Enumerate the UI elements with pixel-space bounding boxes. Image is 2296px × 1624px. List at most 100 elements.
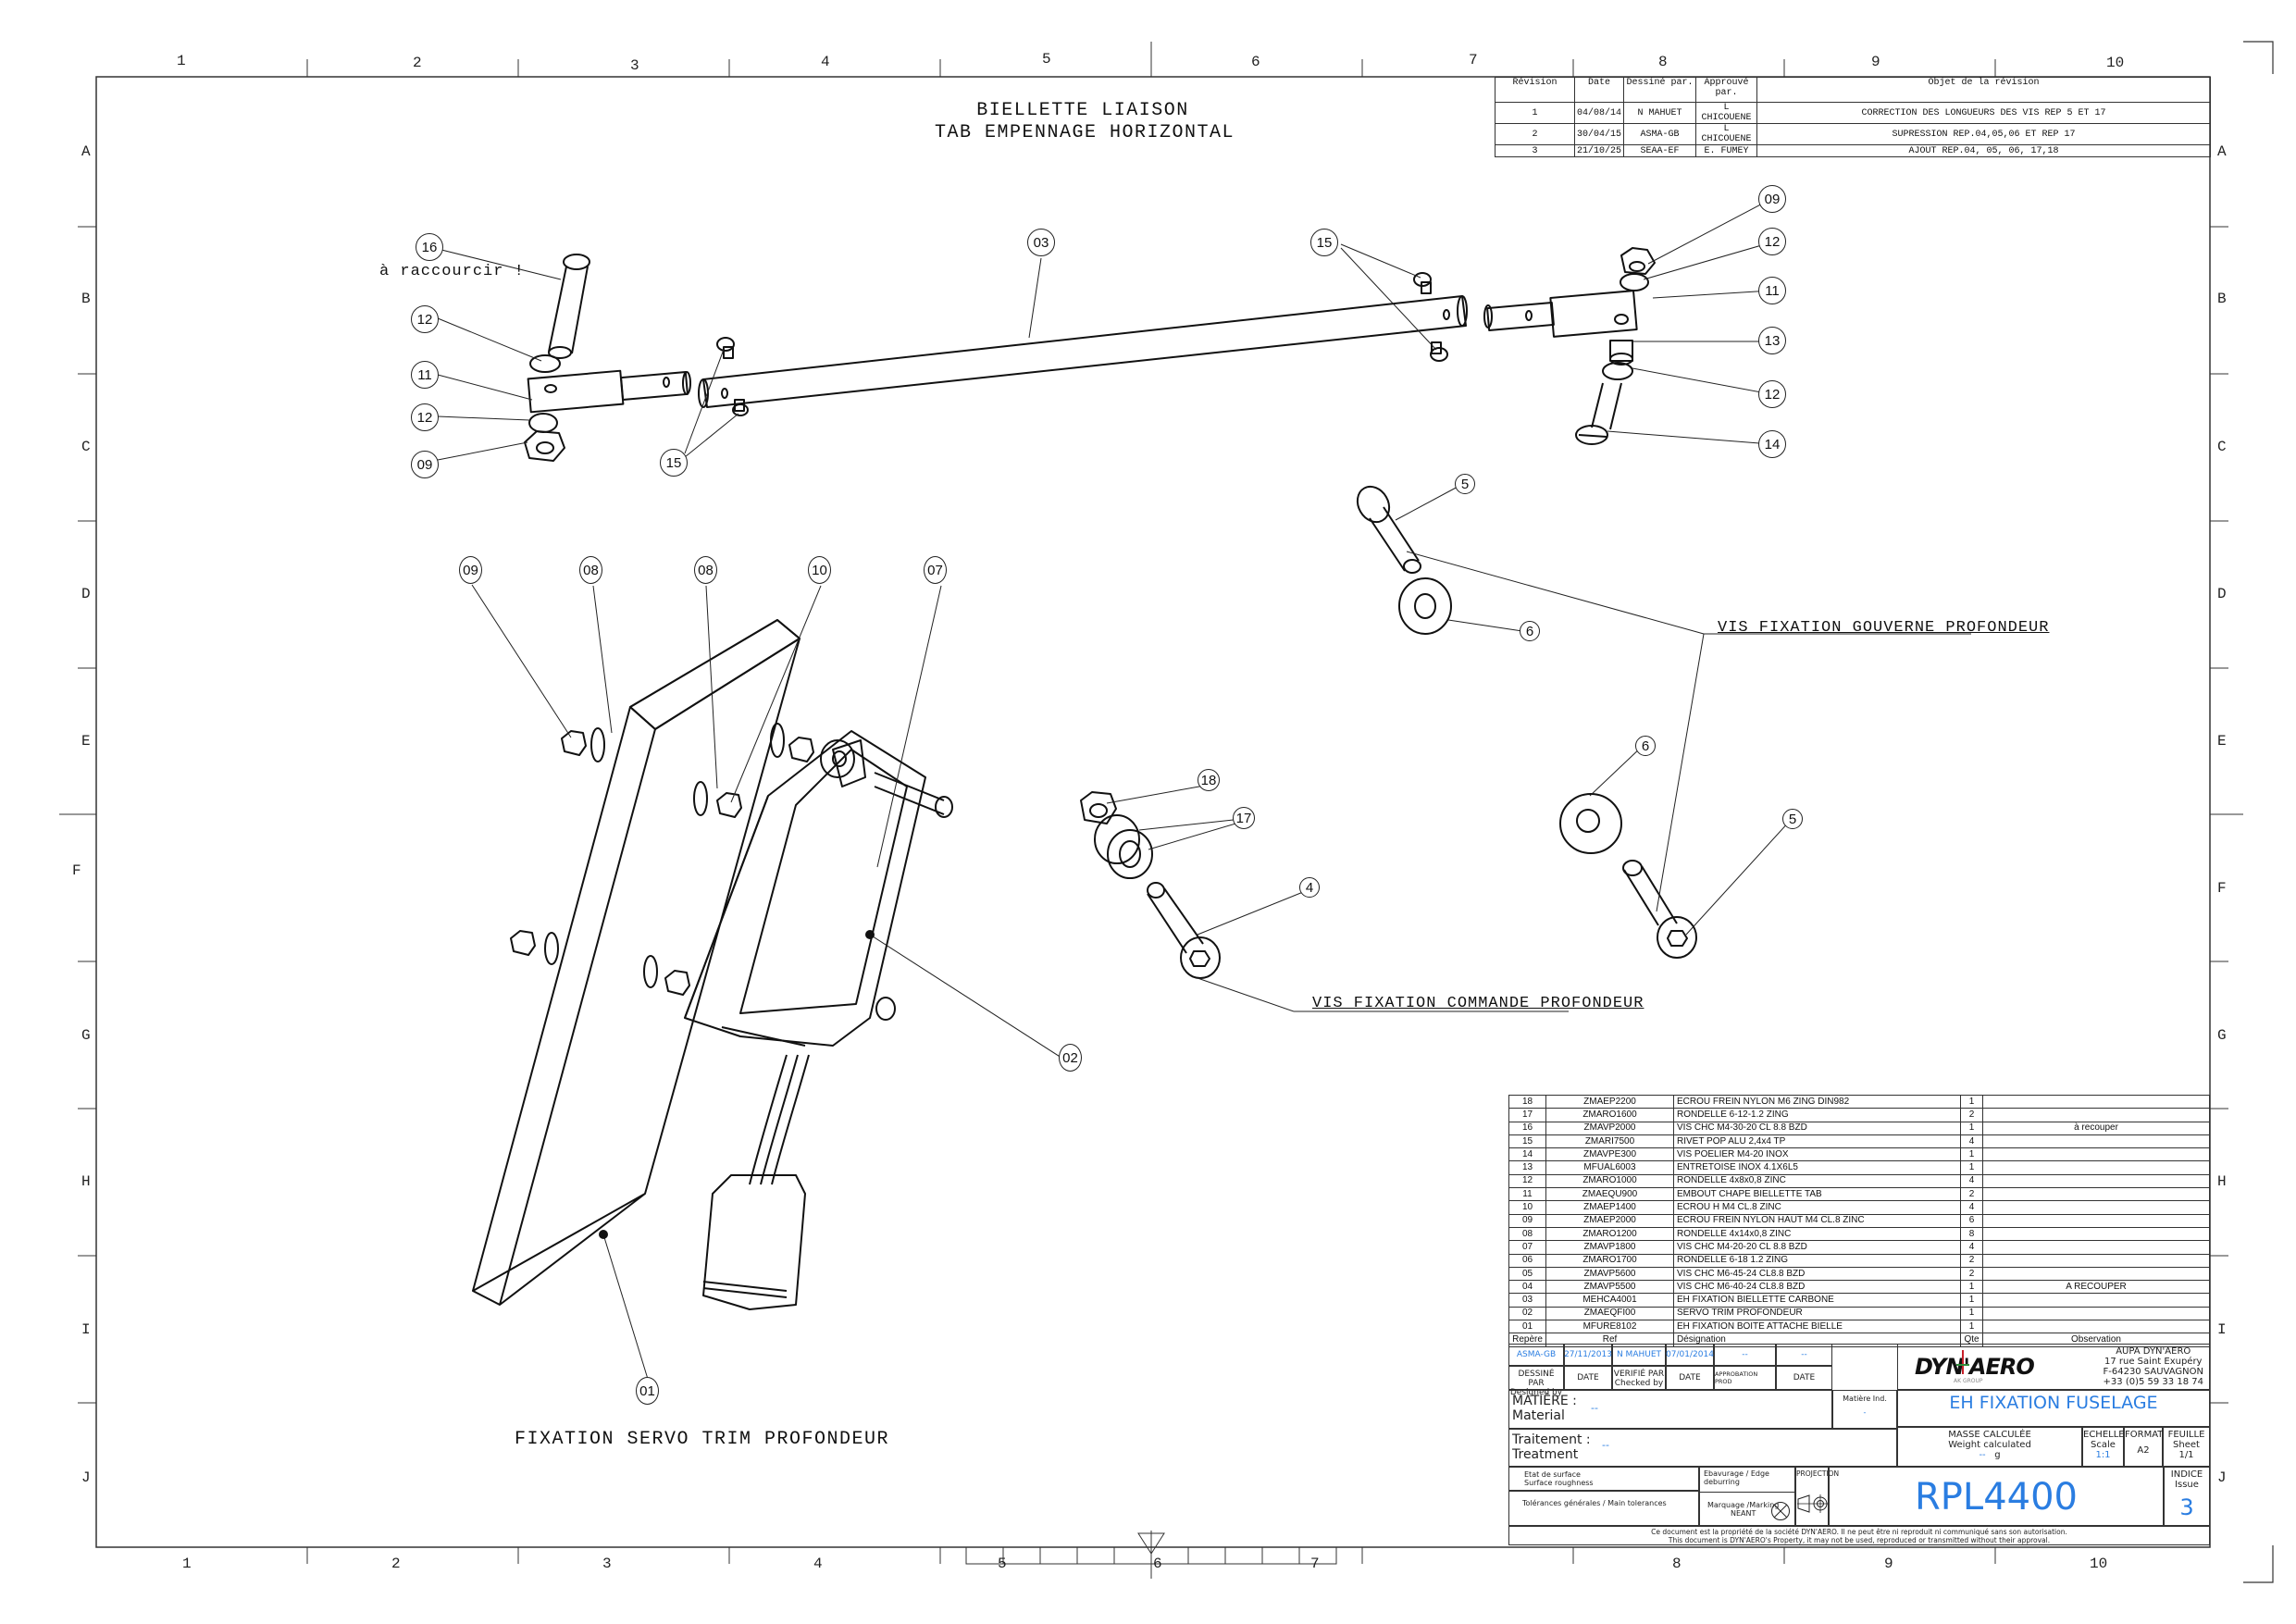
bom-qty: 1 (1960, 1121, 1983, 1135)
zone-row-J: J (81, 1469, 91, 1486)
view-title-line1: BIELLETTE LIAISON (976, 100, 1189, 121)
checked-date-value: 07/01/2014 (1666, 1344, 1714, 1366)
bom-repere: 16 (1508, 1121, 1546, 1135)
left-bolt-16 (548, 254, 590, 359)
balloon-13: 13 (1758, 327, 1786, 354)
balloon-12: 12 (411, 305, 439, 333)
surface-label-fr: Etat de surface (1524, 1470, 1581, 1479)
issue-field: INDICE Issue 3 (2164, 1467, 2210, 1526)
leader-lines (437, 198, 1971, 1389)
rev-header-date: Date (1573, 77, 1625, 103)
company-address: AUPA DYN'AERO 17 rue Saint Exupéry F-642… (2104, 1346, 2204, 1387)
balloon-6: 6 (1635, 736, 1656, 756)
bom-designation: RONDELLE 4x8x0,8 ZINC (1673, 1173, 1961, 1189)
company-address-line2: F-64230 SAUVAGNON (2103, 1367, 2204, 1377)
material-label-en: Material (1512, 1408, 1565, 1423)
servo-bracket-02 (684, 730, 953, 1310)
zone-row-A: A (81, 143, 91, 160)
bom-header-row: Repère Ref Désignation Qte Observation (1508, 1333, 2210, 1347)
washer-6-lower (1559, 793, 1622, 854)
rev-object: SUPRESSION REP.04,05,06 ET REP 17 (1756, 123, 2211, 145)
scale-value: 1:1 (2095, 1450, 2111, 1460)
bom-repere: 08 (1508, 1226, 1546, 1242)
bom-qty: 4 (1960, 1240, 1983, 1255)
tolerances-label: Tolérances générales / Main tolerances (1508, 1491, 1699, 1526)
drawing-number: RPL4400 (1829, 1467, 2164, 1526)
bom-observation (1982, 1147, 2210, 1162)
zone-col-1: 1 (177, 53, 186, 69)
designed-by-label-fr: DESSINÉ PAR (1518, 1370, 1555, 1388)
balloon-18: 18 (1198, 769, 1220, 791)
bom-designation: VIS CHC M6-40-24 CL8.8 BZD (1673, 1280, 1961, 1295)
designed-by-label: DESSINÉ PAR Designed by (1508, 1366, 1564, 1397)
mounting-block-01 (472, 619, 800, 1306)
bom-observation (1982, 1108, 2210, 1122)
bom-qty: 4 (1960, 1173, 1983, 1189)
material-value: -- (1591, 1402, 1598, 1414)
bom-observation (1982, 1213, 2210, 1228)
part-title: EH FIXATION FUSELAGE (1897, 1390, 2210, 1427)
bom-repere: 14 (1508, 1147, 1546, 1162)
material-label: MATIÈRE : Material (1512, 1394, 1577, 1423)
view-title-biellette: BIELLETTE LIAISON TAB EMPENNAGE HORIZONT… (935, 100, 1234, 144)
bom-observation (1982, 1306, 2210, 1321)
treatment-field: Traitement : Treatment -- (1508, 1429, 1897, 1467)
surface-field: Etat de surface Surface roughness (1508, 1467, 1699, 1491)
material-ind-value: - (1863, 1408, 1867, 1417)
date-label: DATE (1776, 1366, 1832, 1390)
left-washer-top (529, 354, 561, 373)
bom-qty: 1 (1960, 1293, 1983, 1308)
material-ind-field: Matière Ind. - (1832, 1390, 1897, 1429)
rev-header-approved-by: Approuvé par. (1695, 77, 1758, 103)
bom-repere: 07 (1508, 1240, 1546, 1255)
bom-repere: 15 (1508, 1134, 1546, 1149)
bom-repere: 05 (1508, 1266, 1546, 1282)
bom-ref: MFURE8102 (1545, 1320, 1674, 1334)
bom-repere: 17 (1508, 1108, 1546, 1122)
rev-by: N MAHUET (1623, 102, 1697, 124)
balloon-17: 17 (1233, 807, 1255, 829)
bom-header-observation: Observation (1982, 1333, 2210, 1347)
bom-qty: 2 (1960, 1187, 1983, 1202)
bom-header-designation: Désignation (1673, 1333, 1961, 1347)
property-notice-fr: Ce document est la propriété de la socié… (1651, 1528, 2067, 1536)
zone-row-right-J: J (2217, 1469, 2227, 1486)
bom-ref: ZMARO1700 (1545, 1253, 1674, 1268)
balloon-6: 6 (1520, 621, 1540, 641)
zone-col-bottom-8: 8 (1672, 1556, 1682, 1572)
bom-observation (1982, 1200, 2210, 1215)
bom-ref: ZMAVP2000 (1545, 1121, 1674, 1135)
material-ind-label: Matière Ind. (1843, 1395, 1887, 1403)
zone-col-6: 6 (1251, 54, 1260, 70)
bom-observation: A RECOUPER (1982, 1280, 2210, 1295)
zone-col-bottom-6: 6 (1153, 1556, 1162, 1572)
zone-row-C: C (81, 439, 91, 455)
rev-header-object: Objet de la révision (1756, 77, 2211, 103)
balloon-14: 14 (1758, 430, 1786, 458)
bom-qty: 4 (1960, 1134, 1983, 1149)
balloon-09: 09 (411, 451, 439, 478)
bom-designation: VIS POELIER M4-20 INOX (1673, 1147, 1961, 1162)
designed-date-value: 27/11/2013 (1564, 1344, 1612, 1366)
balloon-03: 03 (1027, 229, 1055, 256)
revision-row: 3 21/10/25 SEAA-EF E. FUMEY AJOUT REP.04… (1495, 144, 2211, 157)
zone-col-10: 10 (2106, 55, 2125, 71)
bom-observation (1982, 1187, 2210, 1202)
rev-approved: L CHICOUENE (1695, 123, 1758, 145)
marking-label: Marquage /Marking NEANT (1707, 1501, 1779, 1518)
checked-by-value: N MAHUET (1612, 1344, 1666, 1366)
approval-value: -- (1714, 1344, 1776, 1366)
bom-ref: ZMARO1200 (1545, 1226, 1674, 1242)
bom-observation (1982, 1240, 2210, 1255)
format-label: FORMAT (2125, 1430, 2164, 1440)
right-washer-top (1620, 273, 1649, 291)
bom-qty: 1 (1960, 1147, 1983, 1162)
balloon-5: 5 (1455, 474, 1475, 494)
carbon-rod-part (698, 295, 1468, 408)
zone-col-4: 4 (821, 54, 830, 70)
